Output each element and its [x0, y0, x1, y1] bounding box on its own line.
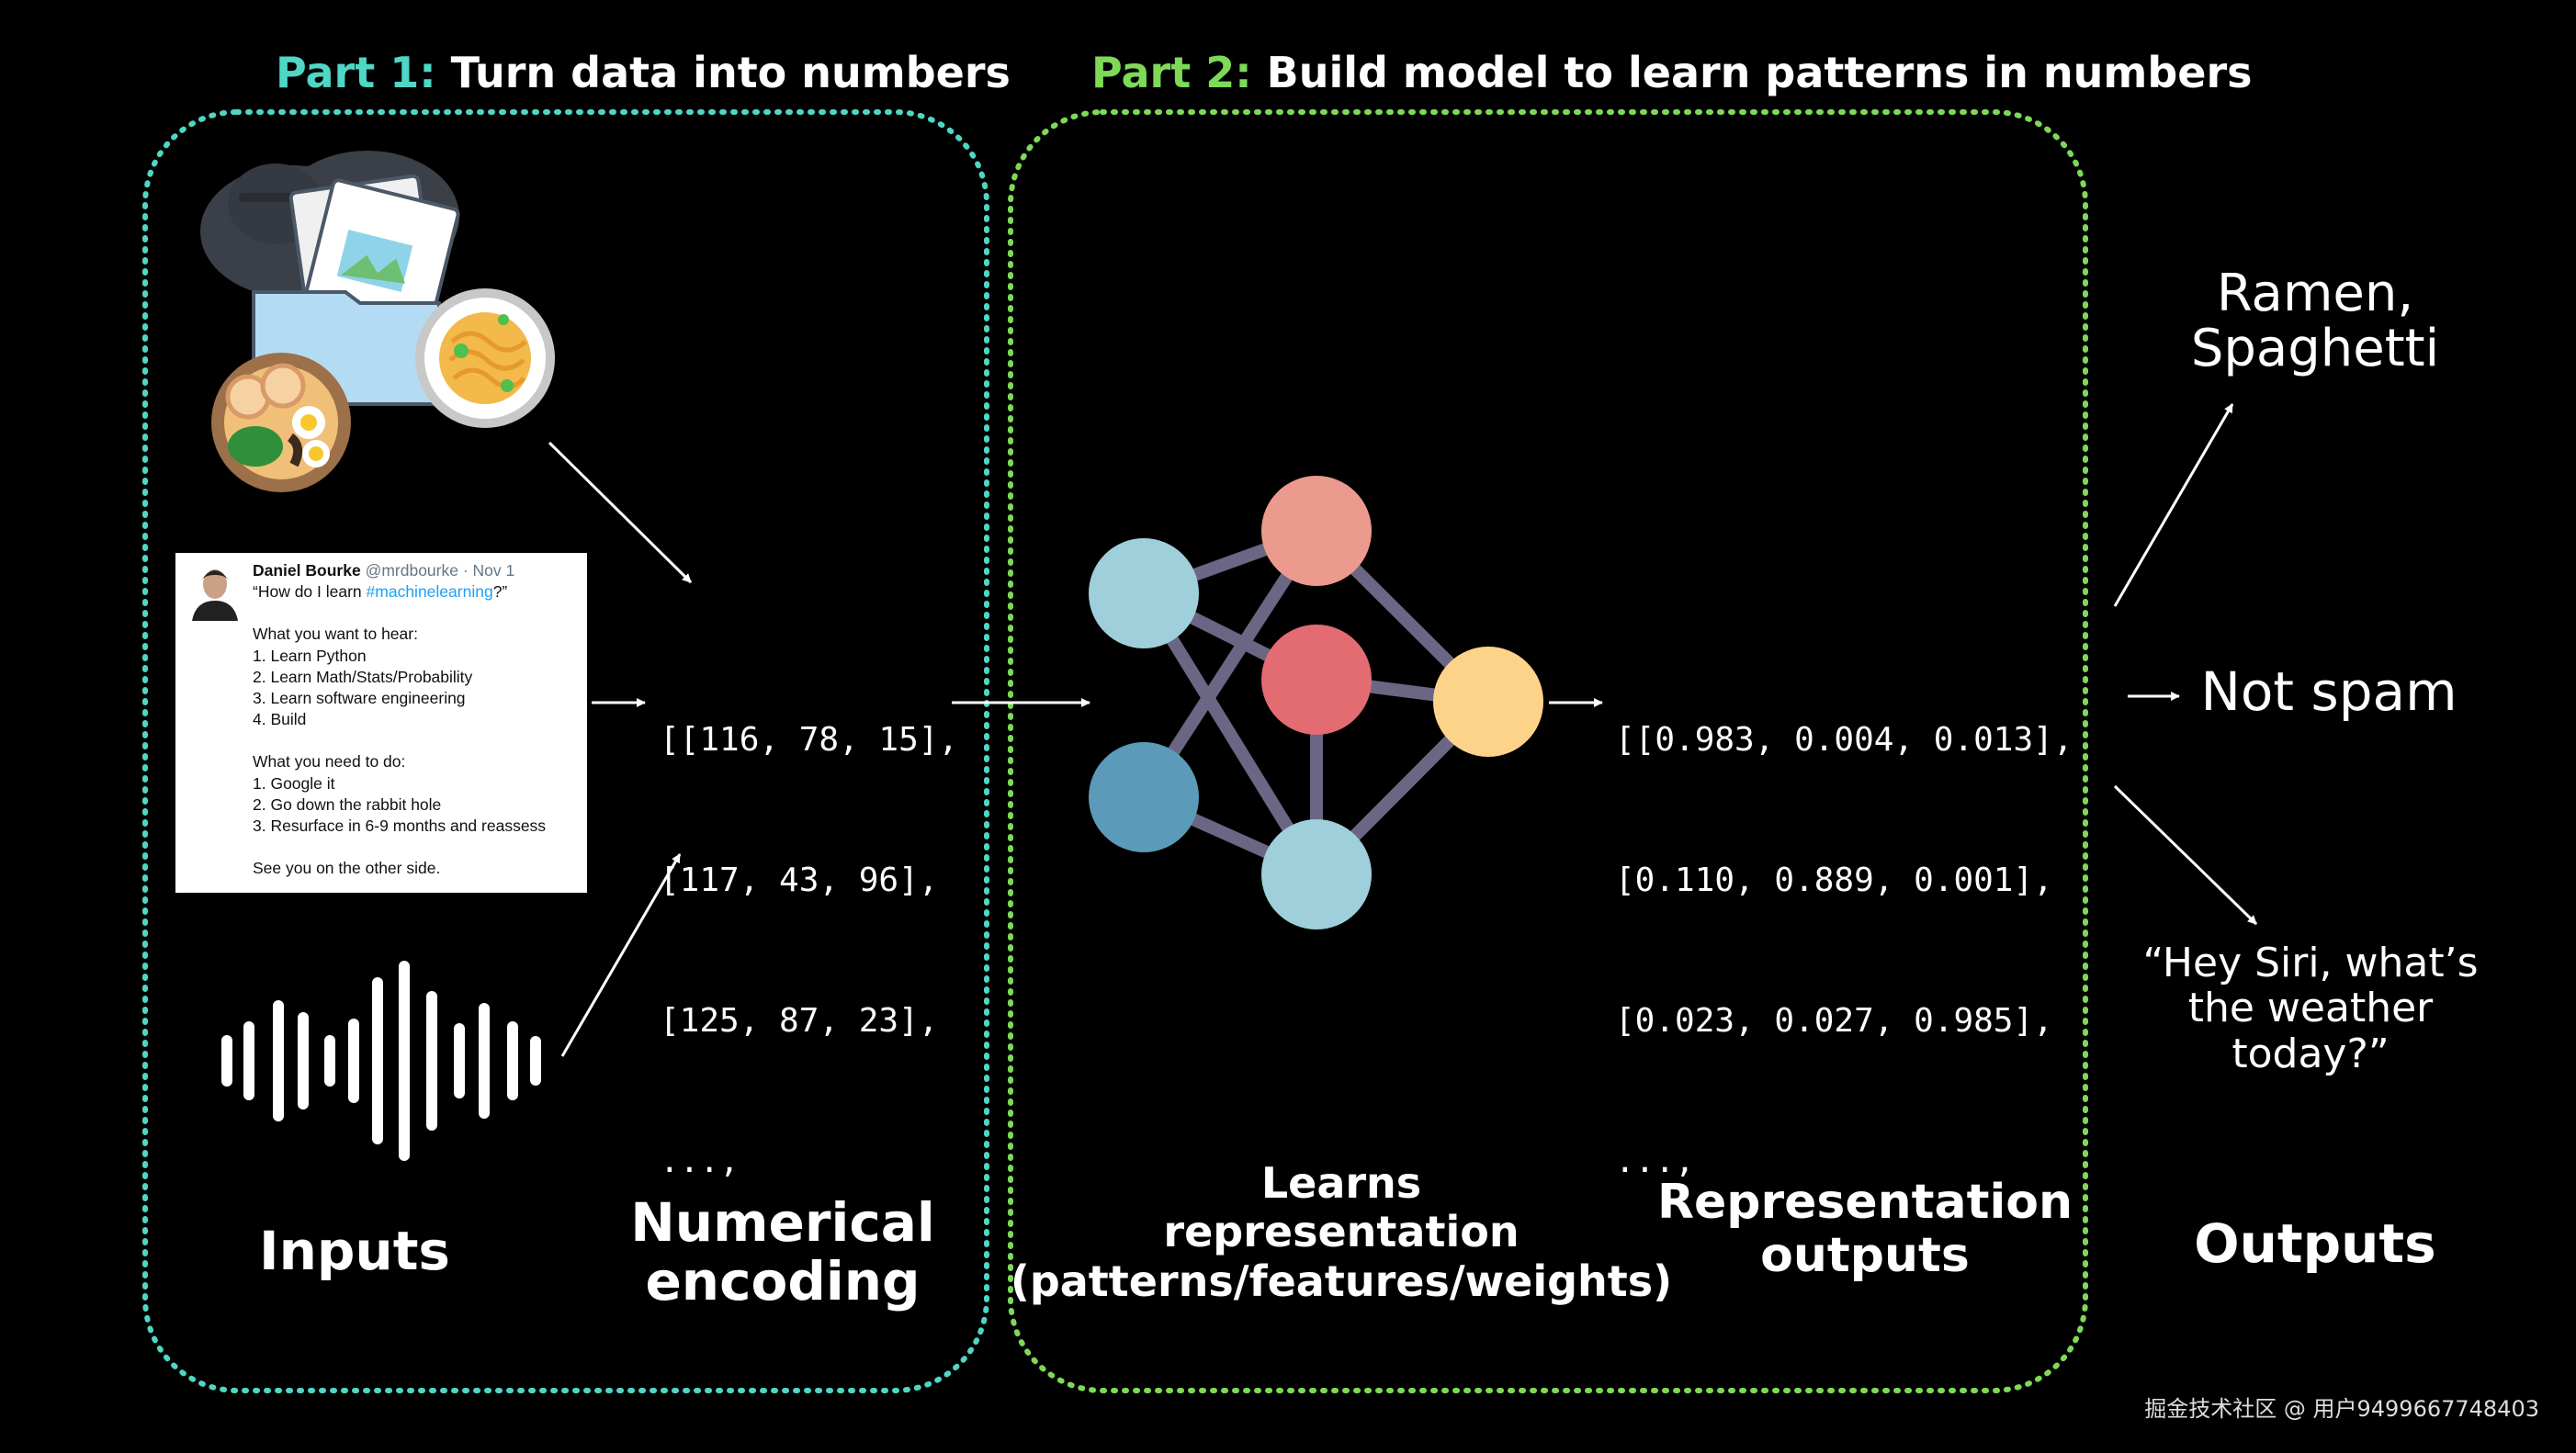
encoding-matrix: [[116, 78, 15], [117, 43, 96], [125, 87,… [660, 623, 958, 1232]
output-spam: Not spam [2113, 663, 2545, 721]
part2-text: Build model to learn patterns in numbers [1266, 48, 2253, 97]
sound-wave-icon [221, 961, 541, 1161]
tweet-hear-item: 3. Learn software engineering [253, 689, 466, 708]
network-node [1433, 647, 1543, 757]
tweet-hear-item: 4. Build [253, 710, 307, 729]
encoding-row: [125, 87, 23], [660, 1002, 939, 1040]
tweet-hear-title: What you want to hear: [253, 625, 418, 644]
tweet-hashtag-link[interactable]: #machinelearning [366, 582, 493, 602]
avatar [192, 569, 238, 621]
label-numerical-encoding-line: encoding [645, 1249, 921, 1312]
output-spam-label: Not spam [2200, 660, 2457, 723]
tweet-hear-item: 1. Learn Python [253, 646, 367, 665]
representation-row: [[0.983, 0.004, 0.013], [1615, 721, 2073, 759]
part2-prefix: Part 2: [1091, 48, 1252, 97]
output-food-line: Spaghetti [2190, 319, 2440, 379]
network-node [1261, 625, 1372, 735]
part1-prefix: Part 1: [276, 48, 436, 97]
label-learns-line: representation [1163, 1207, 1520, 1257]
encoding-row: ..., [660, 1143, 740, 1180]
encoding-row: [117, 43, 96], [660, 862, 939, 899]
tweet-need-item: 2. Go down the rabbit hole [253, 794, 442, 814]
output-speech: “Hey Siri, what’s the weather today?” [2104, 941, 2517, 1076]
tweet-need-title: What you need to do: [253, 752, 406, 772]
representation-row: [0.023, 0.027, 0.985], [1615, 1002, 2053, 1040]
label-inputs: Inputs [217, 1222, 492, 1281]
part1-box [142, 109, 989, 1393]
tweet-question: “How do I learn #machinelearning?” [253, 581, 583, 603]
part1-title: Part 1: Turn data into numbers [276, 48, 1011, 97]
part1-text: Turn data into numbers [450, 48, 1011, 97]
spaghetti-bowl-icon [415, 288, 555, 428]
representation-matrix: [[0.983, 0.004, 0.013], [0.110, 0.889, 0… [1615, 623, 2073, 1232]
network-node [1089, 742, 1199, 852]
label-representation-outputs-line: outputs [1760, 1228, 1970, 1284]
label-outputs: Outputs [2141, 1214, 2490, 1274]
label-representation-outputs: Representation outputs [1644, 1175, 2085, 1284]
arrow-to-speech-output [2113, 784, 2258, 926]
network-node [1089, 538, 1199, 648]
label-learns-representation: Learns representation (patterns/features… [1001, 1158, 1681, 1306]
label-learns-line: (patterns/features/weights) [1010, 1256, 1673, 1306]
label-representation-outputs-line: Representation [1656, 1175, 2073, 1230]
label-learns-line: Learns [1260, 1158, 1422, 1208]
tweet-closing: See you on the other side. [253, 859, 441, 878]
tweet-question-end: ?” [492, 582, 508, 602]
representation-row: [0.110, 0.889, 0.001], [1615, 862, 2053, 899]
encoding-row: [[116, 78, 15], [660, 721, 959, 759]
tweet-need-item: 1. Google it [253, 773, 335, 793]
output-speech-line: the weather [2187, 985, 2434, 1032]
label-numerical-encoding: Numerical encoding [617, 1191, 948, 1312]
network-node [1261, 476, 1372, 586]
arrow-audio-to-encoding [560, 853, 682, 1057]
output-speech-line: “Hey Siri, what’s [2142, 940, 2479, 986]
label-outputs-text: Outputs [2194, 1212, 2436, 1275]
tweet-hear-item: 2. Learn Math/Stats/Probability [253, 667, 473, 686]
representation-row: ..., [1615, 1143, 1695, 1180]
arrow-food-to-encoding [548, 441, 693, 584]
ramen-bowl-icon [211, 353, 351, 492]
tweet-author: Daniel Bourke [253, 561, 361, 580]
label-inputs-text: Inputs [259, 1220, 450, 1282]
folder-icon [252, 174, 460, 406]
tweet-card: Daniel Bourke @mrdbourke · Nov 1 “How do… [175, 553, 587, 893]
tweet-question-start: “How do I learn [253, 582, 367, 602]
network-node [1261, 819, 1372, 929]
label-numerical-encoding-line: Numerical [630, 1191, 935, 1254]
tweet-handle: @mrdbourke · Nov 1 [365, 561, 515, 580]
output-speech-line: today?” [2231, 1030, 2390, 1077]
output-food: Ramen, Spaghetti [2113, 264, 2517, 379]
part2-title: Part 2: Build model to learn patterns in… [1091, 48, 2253, 97]
arrow-to-food-output [2113, 403, 2234, 607]
output-food-line: Ramen, [2216, 264, 2414, 323]
neural-network [1089, 476, 1543, 929]
footer-watermark: 掘金技术社区 @ 用户9499667748403 [2144, 1396, 2539, 1422]
part2-box [1008, 109, 2088, 1393]
tweet-need-item: 3. Resurface in 6-9 months and reassess [253, 817, 547, 836]
